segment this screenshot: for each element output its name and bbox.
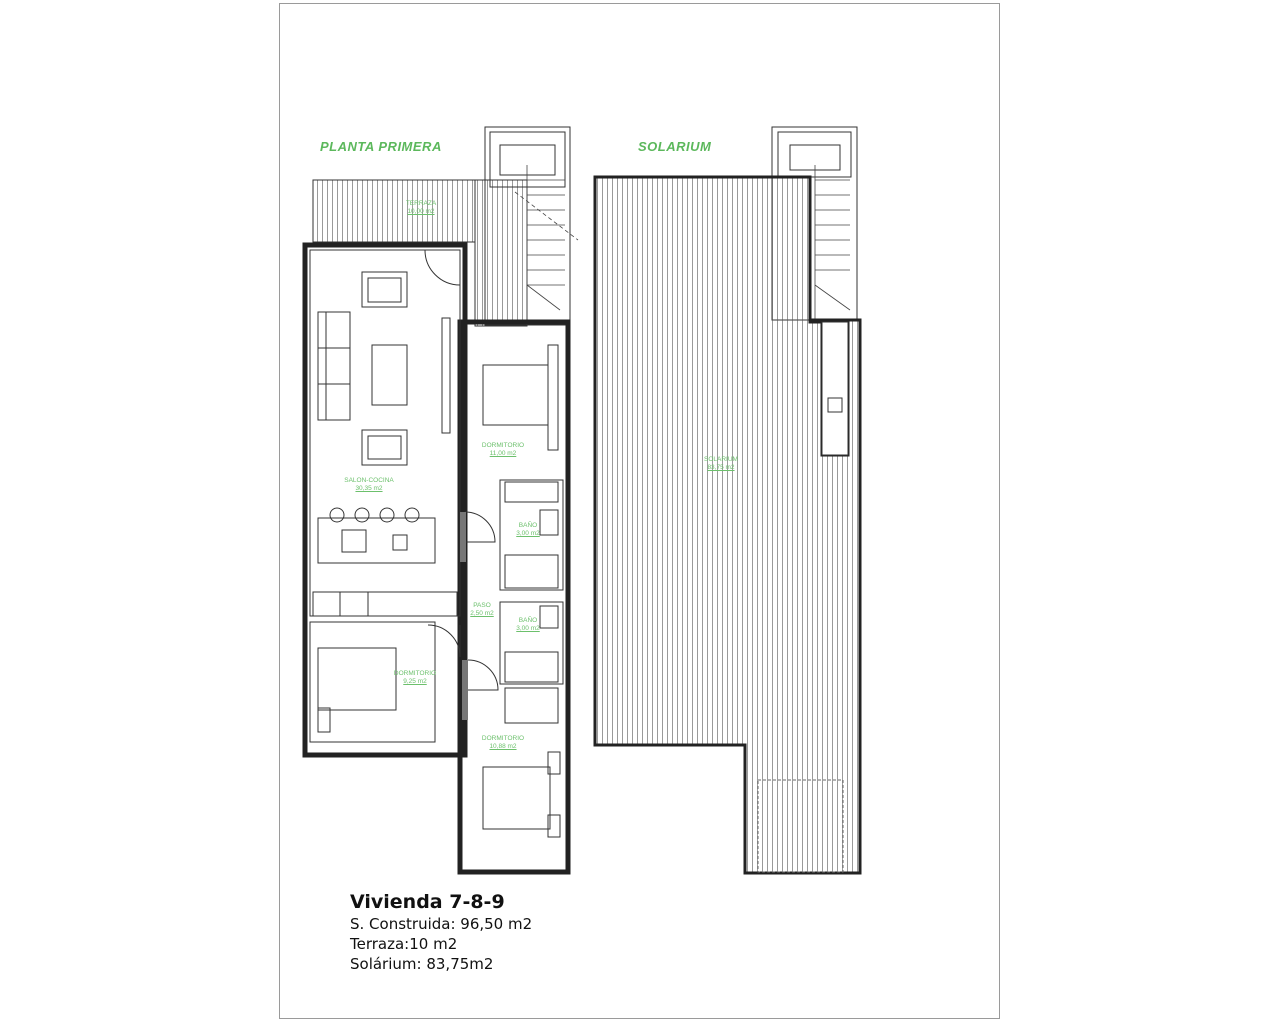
room-area: 11,00 m2 xyxy=(489,450,517,457)
terrace-deck-right xyxy=(474,179,528,327)
room-name: DORMITORIO xyxy=(481,442,525,449)
room-area: 3,00 m2 xyxy=(516,530,540,537)
terrace-area: Terraza:10 m2 xyxy=(350,935,458,953)
room-name: BAÑO xyxy=(518,617,538,624)
bed-2 xyxy=(317,647,397,711)
room-name: BAÑO xyxy=(518,522,538,529)
first-floor-title: PLANTA PRIMERA xyxy=(320,139,442,154)
kitchen-counter xyxy=(312,591,458,617)
solarium-area: Solárium: 83,75m2 xyxy=(350,955,494,973)
entrance-door xyxy=(424,249,461,286)
stair-steps xyxy=(514,165,579,325)
solarium-sink xyxy=(827,397,843,413)
bedrooms-block-walls xyxy=(457,319,571,875)
room-label-dormitorio-3: DORMITORIO 10,88 m2 xyxy=(482,735,524,751)
room-area: 10,88 m2 xyxy=(489,743,517,750)
bedroom-2-walls xyxy=(309,621,436,743)
room-name: SALON-COCINA xyxy=(344,477,394,484)
stair-shaft xyxy=(484,126,571,326)
room-label-bano-1: BAÑO 3,00 m2 xyxy=(516,522,540,538)
bath-1 xyxy=(499,479,564,591)
unit-title: Vivienda 7-8-9 xyxy=(350,891,505,913)
living-block-walls xyxy=(302,242,468,758)
room-area: 10,00 m2 xyxy=(407,208,435,215)
solarium-title: SOLARIUM xyxy=(638,139,712,154)
terrace-deck xyxy=(312,179,476,243)
room-area: 83,75 m2 xyxy=(707,464,735,471)
bar-stools xyxy=(329,507,420,523)
room-area: 30,35 m2 xyxy=(355,485,383,492)
armchair xyxy=(361,271,408,308)
room-area: 3,00 m2 xyxy=(516,625,540,632)
room-name: DORMITORIO xyxy=(481,735,525,742)
coffee-table xyxy=(371,344,408,406)
room-name: PASO xyxy=(473,602,491,609)
room-label-dormitorio-1: DORMITORIO 11,00 m2 xyxy=(482,442,524,458)
unit-caption: Vivienda 7-8-9 S. Construida: 96,50 m2 T… xyxy=(350,890,532,974)
room-area: 2,50 m2 xyxy=(470,610,494,617)
room-label-dormitorio-2: DORMITORIO 9,25 m2 xyxy=(394,670,436,686)
room-area: 9,25 m2 xyxy=(403,678,427,685)
room-name: DORMITORIO xyxy=(393,670,437,677)
room-label-solarium: SOLARIUM 83,75 m2 xyxy=(704,456,738,472)
sofa xyxy=(317,311,351,421)
room-label-terraza: TERRAZA 10,00 m2 xyxy=(406,200,436,216)
cooktop xyxy=(341,529,367,553)
kitchen-island xyxy=(317,517,436,564)
solarium-deck xyxy=(593,175,862,875)
dining-table xyxy=(361,429,408,466)
built-area: S. Construida: 96,50 m2 xyxy=(350,915,533,933)
bath-2 xyxy=(499,601,564,685)
room-label-paso: PASO 2,50 m2 xyxy=(470,602,494,618)
room-label-salon-cocina: SALON-COCINA 30,35 m2 xyxy=(344,477,393,493)
room-name: SOLARIUM xyxy=(704,456,738,463)
first-floor-plan xyxy=(302,126,579,875)
kitchen-sink xyxy=(392,534,408,551)
bed-1 xyxy=(482,364,549,426)
tv-unit xyxy=(441,317,451,434)
room-label-bano-2: BAÑO 3,00 m2 xyxy=(516,617,540,633)
solarium-plan xyxy=(593,126,862,875)
bed-3 xyxy=(482,766,551,830)
room-name: TERRAZA xyxy=(405,200,437,207)
